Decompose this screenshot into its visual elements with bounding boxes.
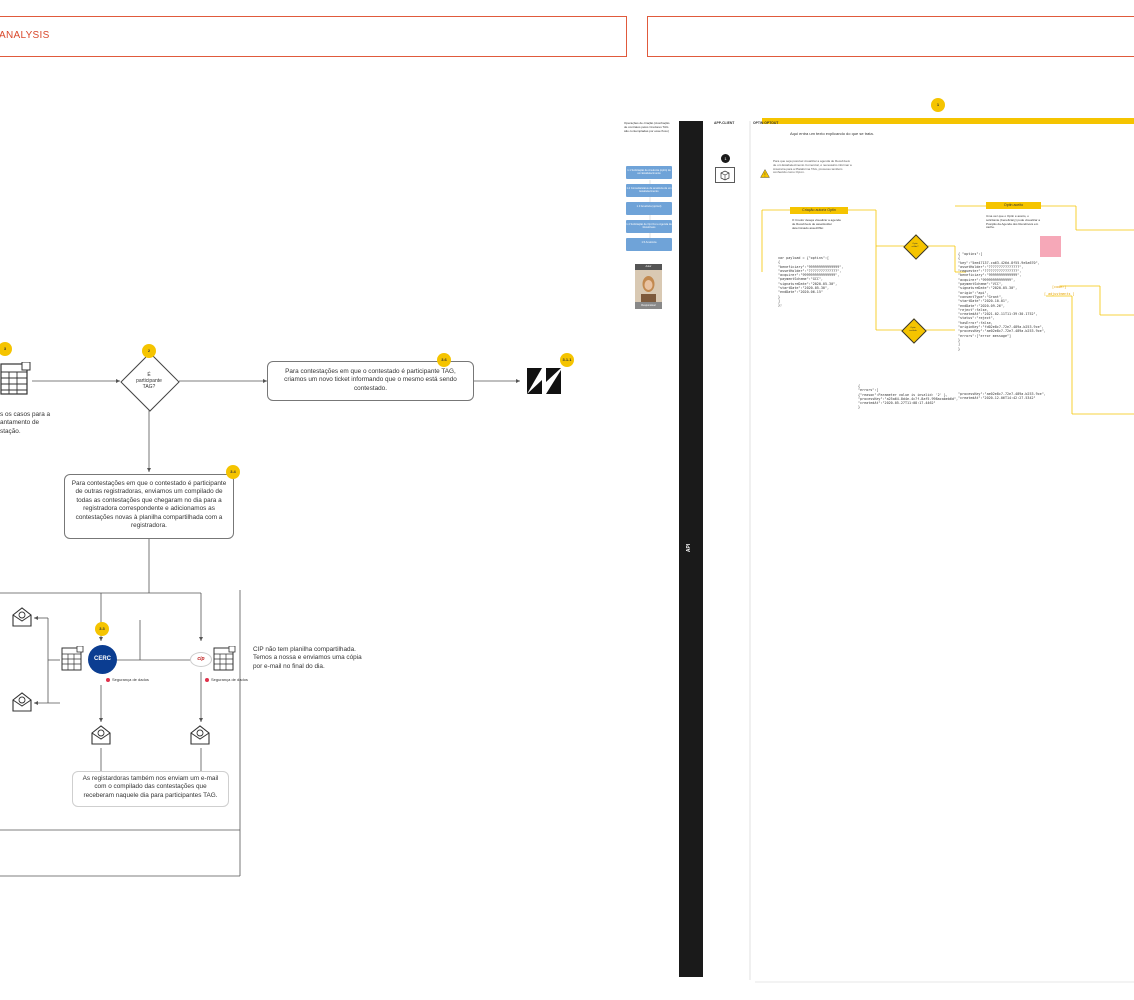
diamond1-text: Optin válido? xyxy=(911,243,919,248)
step-badge-number: 1 xyxy=(724,156,727,161)
step-badge-2: 2 xyxy=(142,344,156,358)
intro-text: Operações de criação (Averbação de contr… xyxy=(624,121,670,133)
bottom-payload-code: "processKey":"ae02e8c7-72e7-489a-b253-9c… xyxy=(958,392,1046,401)
warning-text: Para que seja possível visualizar a agen… xyxy=(773,159,852,175)
api-sidebar: API xyxy=(679,121,703,977)
left-frame-header: ANALYSIS xyxy=(0,16,627,57)
step-badge-3-3: 3.3 xyxy=(95,622,109,636)
mail-icon-4 xyxy=(189,724,211,751)
diamond2-text: Optin inválido xyxy=(909,327,917,332)
security-label-cerc: Segurança de dados xyxy=(106,677,149,682)
api-label: API xyxy=(686,543,693,553)
create-optin-label: Criação autoriz Optin xyxy=(790,207,848,214)
box-icon xyxy=(715,167,735,188)
cip-label: cip xyxy=(197,656,205,662)
step-badge-3-1-1: 3.1.1 xyxy=(560,353,574,367)
left-cases-text: s os casos para a antamento de stação. xyxy=(0,411,51,435)
mail-icon-1 xyxy=(11,606,33,633)
step-badge-black: 1 xyxy=(721,154,730,163)
right-frame-header xyxy=(647,16,1134,57)
blue-button-4[interactable]: 1.4 Solicitação de Opt Out e Agenda de R… xyxy=(626,220,672,233)
blue-button-1[interactable]: 1.1 Solicitação de Anuência (optin) de u… xyxy=(626,166,672,179)
mail-icon-2 xyxy=(11,691,33,718)
step-badge-3: 3 xyxy=(0,342,12,356)
blue-button-5[interactable]: 1.5 Anuência xyxy=(626,238,672,251)
optin-title: OPTIN OPTOUT xyxy=(753,121,779,125)
sticky-note xyxy=(1040,236,1061,257)
create-optin-desc: O Credor deseja visualizar a agenda de R… xyxy=(792,218,841,230)
cerc-label: CERC xyxy=(93,656,111,662)
cip-note: CIP não tem planilha compartilhada. Temo… xyxy=(253,646,362,670)
spreadsheet-icon xyxy=(0,361,32,403)
optin-aceito-desc: Uma vez que o Optin é aceito, o solicita… xyxy=(986,214,1041,230)
response-payload-code: { "optins":[ { "key":"5ee47137-ca63-426d… xyxy=(958,252,1046,351)
error-payload-code: { "errors":[ {"reason":Parameter value i… xyxy=(858,384,959,410)
spreadsheet-icon-cip xyxy=(213,645,237,677)
other-registrars-box: Para contestações em que o contestado é … xyxy=(64,474,234,539)
optin-aceito-label: Optin aceito xyxy=(986,202,1041,209)
request-payload-code: var payload = {"optins":[ { "beneficiary… xyxy=(778,256,844,308)
profile-caption-bottom: Responsável xyxy=(635,302,662,309)
security-label-cip: Segurança de dados xyxy=(205,677,248,682)
blue-button-3[interactable]: 1.3 Anuência (optout) xyxy=(626,202,672,215)
registrar-email-box: As registardoras também nos enviam um e-… xyxy=(72,771,229,807)
profile-photo xyxy=(635,270,662,302)
svg-text:!: ! xyxy=(764,173,765,179)
tag-participant-box: Para contestações em que o contestado é … xyxy=(267,361,474,401)
step-badge-3-6: 3.6 xyxy=(437,353,451,367)
mail-icon-3 xyxy=(90,724,112,751)
optin-subtitle: Aqui entra um texto explicando do que se… xyxy=(790,131,874,136)
spreadsheet-icon-cerc xyxy=(61,645,85,677)
coder-tag: [coder] xyxy=(1052,285,1067,289)
decision-text: É participante TAG? xyxy=(136,372,162,390)
app-client-label: APP-CLIENT xyxy=(714,121,735,125)
blue-button-2[interactable]: 1.2 Consulta/status de anuência de um Es… xyxy=(626,184,672,197)
cerc-logo: CERC xyxy=(88,645,117,674)
step-badge-3-4: 3.4 xyxy=(226,465,240,479)
profile-card: Autor Responsável xyxy=(635,264,662,309)
left-frame-title: ANALYSIS xyxy=(0,30,50,41)
profile-caption-top: Autor xyxy=(635,264,662,270)
warning-icon: ! xyxy=(760,165,770,183)
zendesk-icon xyxy=(525,366,563,401)
adjustments-tag: [ adjustments ] xyxy=(1044,292,1075,296)
cip-logo: cip xyxy=(190,652,212,667)
right-top-badge: 1 xyxy=(931,98,945,112)
